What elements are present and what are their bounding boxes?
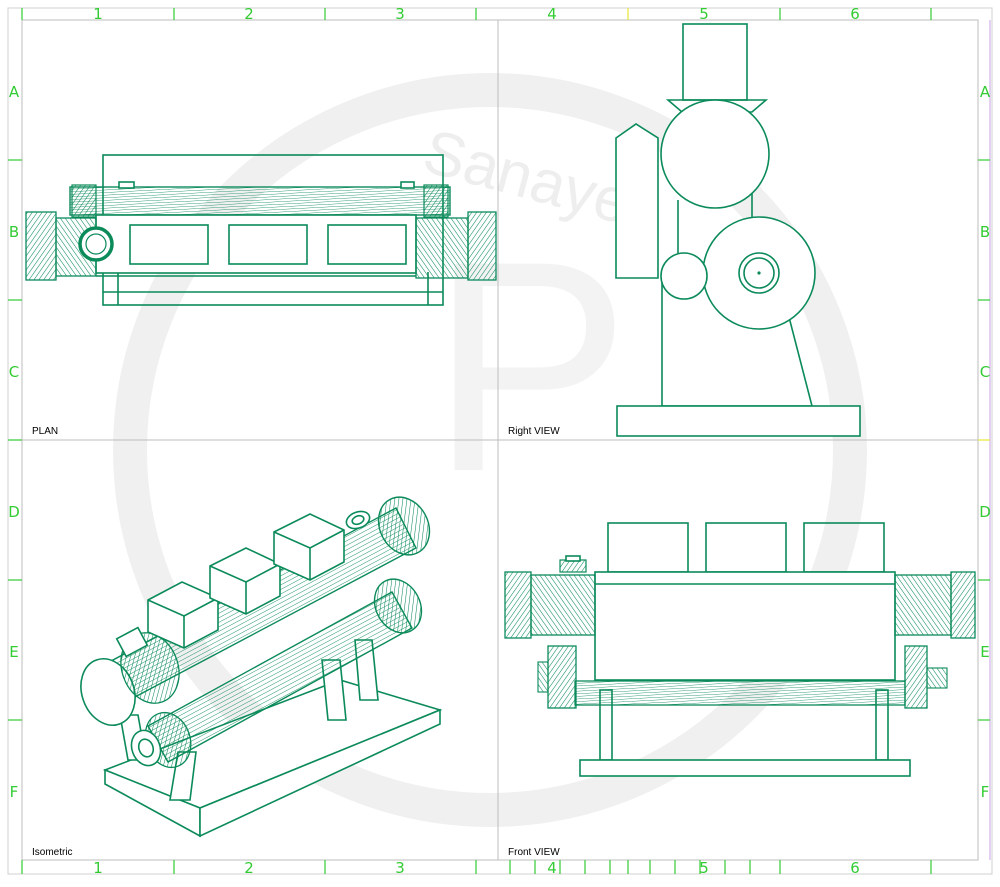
view-label-right: Right VIEW bbox=[508, 426, 560, 437]
column-label: 5 bbox=[699, 859, 709, 877]
right-view bbox=[615, 23, 861, 437]
row-label: C bbox=[980, 363, 990, 381]
ruler-top: 1 2 3 4 5 6 bbox=[93, 5, 860, 23]
row-label: D bbox=[979, 503, 991, 521]
row-label: F bbox=[981, 783, 990, 801]
column-label: 4 bbox=[547, 5, 557, 23]
view-label-front: Front VIEW bbox=[508, 847, 560, 858]
column-label: 2 bbox=[244, 859, 254, 877]
row-label: E bbox=[9, 643, 18, 661]
column-label: 2 bbox=[244, 5, 254, 23]
row-label: D bbox=[8, 503, 20, 521]
ruler-ticks bbox=[8, 8, 990, 874]
view-label-plan: PLAN bbox=[32, 426, 58, 437]
column-label: 6 bbox=[850, 5, 860, 23]
column-label: 3 bbox=[395, 859, 405, 877]
view-label-isometric: Isometric bbox=[32, 847, 73, 858]
row-label: F bbox=[10, 783, 19, 801]
column-label: 6 bbox=[850, 859, 860, 877]
row-label: E bbox=[980, 643, 989, 661]
row-label: A bbox=[980, 83, 991, 101]
ruler-bottom: 1 2 3 4 5 6 bbox=[93, 859, 860, 877]
ruler-left: A B C D E F bbox=[8, 83, 20, 801]
row-label: A bbox=[9, 83, 20, 101]
row-label: B bbox=[9, 223, 19, 241]
isometric-view bbox=[80, 496, 443, 838]
column-label: 5 bbox=[699, 5, 709, 23]
column-label: 3 bbox=[395, 5, 405, 23]
row-label: B bbox=[980, 223, 990, 241]
plan-view bbox=[25, 154, 497, 306]
row-label: C bbox=[9, 363, 19, 381]
ruler-right: A B C D E F bbox=[979, 83, 991, 801]
column-label: 1 bbox=[93, 5, 103, 23]
column-label: 1 bbox=[93, 859, 103, 877]
front-view bbox=[504, 522, 976, 777]
column-label: 4 bbox=[547, 859, 557, 877]
